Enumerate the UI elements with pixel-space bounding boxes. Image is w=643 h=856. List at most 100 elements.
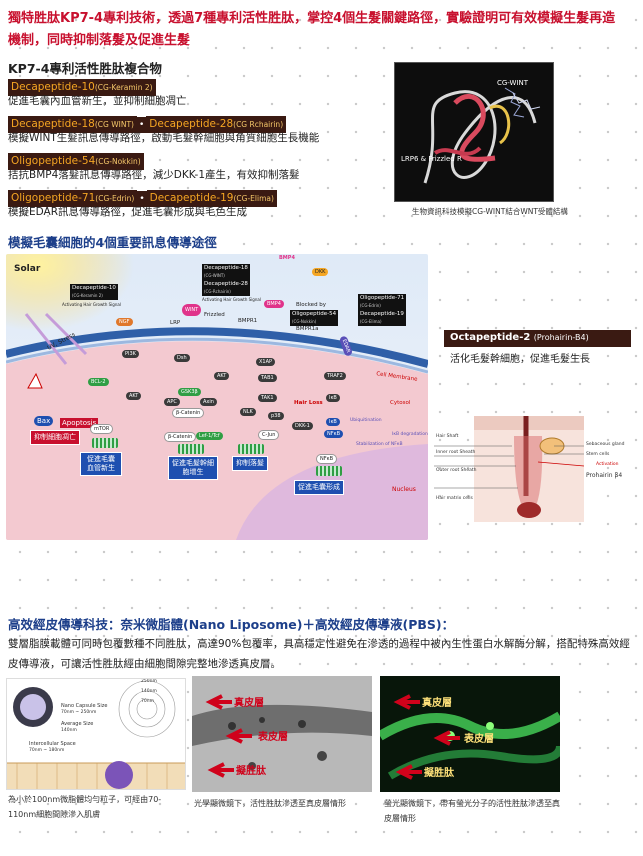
octapeptide-tag: Octapeptide-2 (Prohairin-B4) xyxy=(444,330,631,347)
average-size-value: 140nm xyxy=(61,728,77,733)
peptide-tag-row: Oligopeptide-71(CG-Edrin)•Decapeptide-19… xyxy=(8,186,378,207)
mol-gsk: GSK3β xyxy=(178,388,201,396)
dim-70: 70nm xyxy=(141,699,154,704)
mol-traf2: TRAF2 xyxy=(324,372,346,380)
peptide-desc: 模擬WINT生髮訊息傳導路徑，啟動毛髮幹細胞與角質細胞生長機能 xyxy=(8,132,320,144)
fluorescence-micrograph: 真皮層 表皮層 擬胜肽 xyxy=(380,676,560,792)
mol-dsh: Dsh xyxy=(174,354,190,362)
mol-lef: Lef-1/Tcf xyxy=(196,432,223,440)
mol-dkk: DKK xyxy=(312,268,329,276)
box-decapeptide-18: Decapeptide-18(CG-WINT) xyxy=(202,264,250,280)
mol-apoptosis: Apoptosis xyxy=(60,418,99,428)
liposome-title: 高效經皮傳導科技：奈米微脂體(Nano Liposome)＋高效經皮傳導液(PB… xyxy=(8,617,455,632)
peptide-tag: Decapeptide-19(CG-Elima) xyxy=(146,190,277,207)
micro-label-epidermis: 表皮層 xyxy=(258,732,288,743)
mol-akt2: AKT xyxy=(214,372,230,380)
dna-strand xyxy=(92,438,118,448)
fluor-label-peptide: 擬胜肽 xyxy=(424,768,454,779)
peptide-tag-row: Oligopeptide-54(CG-Nokkin) xyxy=(8,149,378,170)
liposome-graphic xyxy=(7,680,185,789)
optical-micrograph: 真皮層 表皮層 擬胜肽 xyxy=(192,676,372,792)
hair-label-stem: Stem cells xyxy=(586,452,610,457)
protein-structure-image: CG-WINT LRP6 & Frizzled R xyxy=(394,62,554,202)
mol-ikb2: IκB xyxy=(326,418,340,426)
protein-caption: 生物資訊科技模擬CG-WINT結合WNT受體結構 xyxy=(412,207,568,216)
hair-follicle-illustration: Hair Shaft Inner root Sheath Outer root … xyxy=(434,416,643,526)
stabilization-label: Stabilization of NFκB xyxy=(356,442,403,447)
fluorescence-graphic xyxy=(380,676,560,792)
caption-fluorescence: 螢光顯微鏡下，帶有螢光分子的活性胜肽滲透至真皮層情形 xyxy=(384,799,560,823)
effect-vessel: 促進毛囊血管新生 xyxy=(80,452,122,476)
caption-liposome: 為小於100nm微脂體均勻粒子，可經由70-110nm細胞間隙滲入肌膚 xyxy=(8,795,162,819)
liposome-diagram: Nano Capsule Size 70nm ~ 250nm Average S… xyxy=(6,678,186,790)
peptide-desc: 拮抗BMP4落髮訊息傳導路徑，減少DKK-1產生，有效抑制落髮 xyxy=(8,169,300,181)
average-size-label: Average Size xyxy=(61,721,94,727)
pathway-title: 模擬毛囊細胞的4個重要訊息傳導途徑 xyxy=(8,235,217,250)
fluor-label-epidermis: 表皮層 xyxy=(464,734,494,745)
dna-strand xyxy=(178,444,204,454)
separator-dot: • xyxy=(137,191,147,207)
mol-bcl: BCL-2 xyxy=(88,378,109,386)
peptide-tag: Decapeptide-28(CG Rchairin) xyxy=(146,116,287,133)
nucleus-label: Nucleus xyxy=(392,486,416,493)
separator-dot: • xyxy=(136,117,147,133)
peptide-desc: 模擬EDAR訊息傳導路徑，促進毛囊形成與毛色生成 xyxy=(8,206,248,218)
blocked-by-label: Blocked by xyxy=(296,302,327,308)
box-decapeptide-28: Decapeptide-28(CG-Rchairin) xyxy=(202,280,250,296)
mol-apc: APC xyxy=(164,398,180,406)
protein-label-bottom: LRP6 & Frizzled R xyxy=(401,155,462,163)
hair-follicle-graphic xyxy=(434,416,585,522)
effect-inhibit: 抑制落髮 xyxy=(232,456,268,471)
hair-label-outer: Outer root Sheath xyxy=(436,468,477,473)
dna-strand xyxy=(316,466,342,476)
mol-pi3k: PI3K xyxy=(122,350,139,358)
micro-label-peptide: 擬胜肽 xyxy=(236,766,266,777)
dim-250: 250nm xyxy=(141,679,157,684)
box-oligopeptide-54: Oligopeptide-54(CG-Nokkin) xyxy=(290,310,339,326)
peptide-tag: Decapeptide-10(CG-Keramin 2) xyxy=(8,79,156,96)
mol-xiap: X1AP xyxy=(256,358,276,366)
hair-label-activation: Activation xyxy=(596,462,619,467)
hair-label-prohairin: Prohairin β4 xyxy=(586,472,623,479)
peptide-tag-row: Decapeptide-10(CG-Keramin 2) xyxy=(8,75,378,96)
dim-140: 140nm xyxy=(141,689,157,694)
headline: 獨特胜肽KP7-4專利技術，透過7種專利活性胜肽，掌控4個生髮關鍵路徑，實驗證明… xyxy=(8,11,616,48)
mol-bmp4: BMP4 xyxy=(279,255,295,261)
mol-nfkb2: NFκB xyxy=(316,454,337,464)
hair-label-inner: Inner root Sheath xyxy=(436,450,476,455)
hair-label-matrix: Hair matrix cells xyxy=(436,496,473,501)
micro-label-dermis: 真皮層 xyxy=(234,698,264,709)
box-decapeptide-10: Decapeptide-10(CG-Keramin 2) xyxy=(70,284,118,300)
mol-nfkb: NFκB xyxy=(324,430,343,438)
octapeptide-desc: 活化毛髮幹細胞，促進毛髮生長 xyxy=(450,354,590,365)
mol-bcat2: β-Catenin xyxy=(164,432,197,442)
peptide-tag: Oligopeptide-71(CG-Edrin) xyxy=(8,190,138,207)
hair-loss-label: Hair Loss xyxy=(294,400,323,406)
pathway-diagram: Solar UV, Stress Cell Membrane Cytosol N… xyxy=(6,254,428,540)
mol-bcat: β-Catenin xyxy=(172,408,205,418)
intercellular-label: Intercellular Space xyxy=(29,741,76,747)
mol-cjun: C-Jun xyxy=(258,430,280,440)
mol-p38: p38 xyxy=(268,412,284,420)
micrograph-graphic xyxy=(192,676,372,792)
mol-bmp4b: BMP4 xyxy=(264,300,284,308)
peptide-tag: Oligopeptide-54(CG-Nokkin) xyxy=(8,153,144,170)
mol-dkk1: DKK-1 xyxy=(292,422,313,430)
hair-label-seb: Sebaceous gland xyxy=(586,442,625,447)
mol-tak1: TAK1 xyxy=(258,394,277,402)
mol-wnt: WINT xyxy=(182,304,202,316)
ikb-deg-label: IκB degradation xyxy=(392,432,428,437)
effect-follicle: 促進毛囊形成 xyxy=(294,480,344,495)
mol-mtor: mTOR xyxy=(90,424,114,434)
mol-frizzled: Frizzled xyxy=(204,312,225,318)
mol-tab1: TAB1 xyxy=(258,374,277,382)
mol-axin: Axin xyxy=(200,398,217,406)
activating-label: Activating Hair Growth Signal xyxy=(62,302,121,307)
mol-bax: Bax xyxy=(34,416,54,426)
box-oligopeptide-71: Oligopeptide-71(CG-Edrin) xyxy=(358,294,407,310)
protein-ribbon-graphic xyxy=(423,87,541,184)
solar-label: Solar xyxy=(14,264,41,274)
ubiq-label: Ubiquitination xyxy=(350,418,382,423)
compound-title: KP7-4專利活性胜肽複合物 xyxy=(8,61,162,76)
peptide-tag: Decapeptide-18(CG WINT) xyxy=(8,116,137,133)
